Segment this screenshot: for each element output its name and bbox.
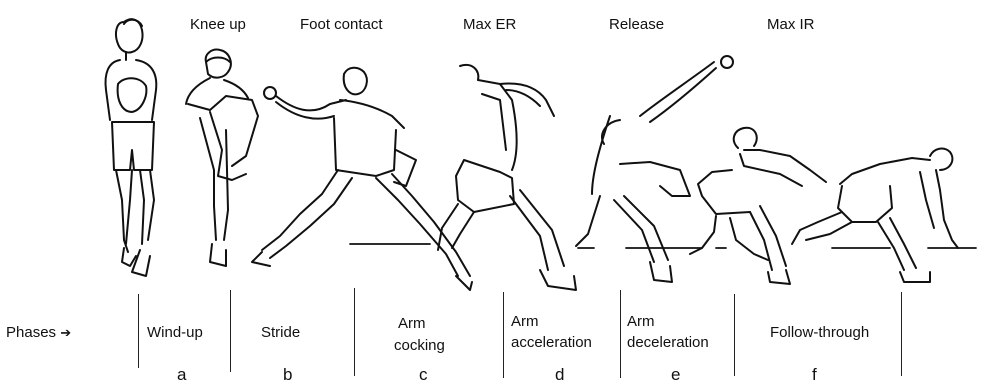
phase-divider [734,294,735,376]
phase-divider [230,290,231,372]
event-label-foot-contact: Foot contact [300,16,383,34]
phase-divider [138,294,139,368]
phases-label-text: Phases [6,324,56,341]
figure-max-ir [690,128,826,284]
phase-divider [503,292,504,378]
phase-arm-acceleration-line2: acceleration [511,334,592,352]
phase-follow-through: Follow-through [770,324,869,342]
figure-wind-up [106,19,157,276]
figure-knee-up [186,50,258,266]
event-label-release: Release [609,16,664,34]
figure-foot-contact [252,68,472,290]
phase-letter-a: a [177,366,186,384]
phase-divider [901,292,902,376]
phase-wind-up: Wind-up [147,324,203,342]
event-label-max-er: Max ER [463,16,516,34]
arrow-right-icon: ➔ [60,325,71,340]
event-label-knee-up: Knee up [190,16,246,34]
phase-letter-d: d [555,366,564,384]
phase-divider [354,288,355,376]
phase-letter-c: c [419,366,428,384]
phase-letter-b: b [283,366,292,384]
event-label-max-ir: Max IR [767,16,815,34]
phase-divider [620,290,621,378]
phase-arm-cocking-line2: cocking [394,337,445,355]
figure-follow-through [792,149,958,282]
phase-arm-deceleration-line2: deceleration [627,334,709,352]
phase-arm-deceleration-line1: Arm [627,313,655,331]
phase-stride: Stride [261,324,300,342]
phase-arm-cocking-line1: Arm [398,315,426,333]
phase-arm-acceleration-line1: Arm [511,313,539,331]
phase-letter-f: f [812,366,817,384]
phases-label: Phases ➔ [6,324,71,342]
phase-letter-e: e [671,366,680,384]
